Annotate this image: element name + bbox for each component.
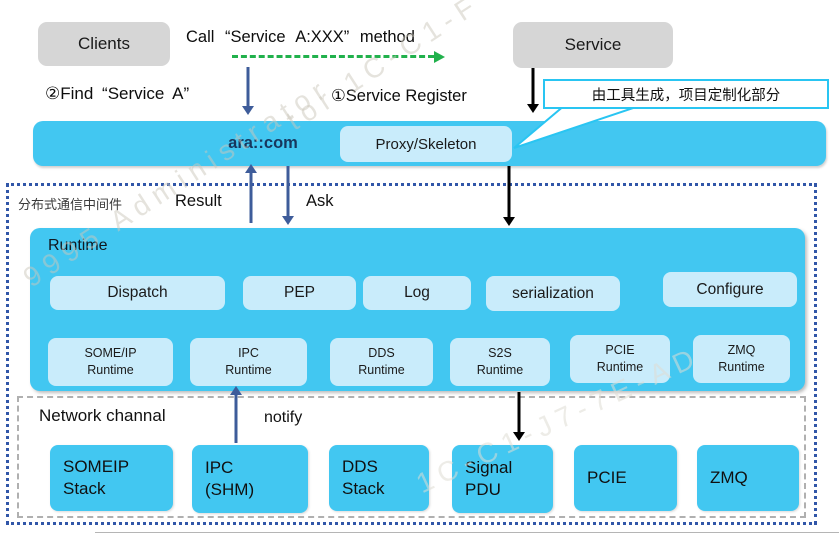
stack-line2: Stack <box>342 479 385 498</box>
stack-line1: ZMQ <box>710 467 748 487</box>
result-up-arrow <box>245 164 257 223</box>
channel-line1: IPC <box>238 346 259 361</box>
channel-s2s-runtime: S2S Runtime <box>450 338 550 386</box>
runtime-container: Runtime Dispatch PEP Log serialization C… <box>30 228 805 391</box>
module-label: Log <box>404 284 430 301</box>
stack-ipc-shm: IPC (SHM) <box>192 445 308 513</box>
module-label: Dispatch <box>107 284 168 301</box>
channel-line2: Runtime <box>225 363 272 377</box>
stack-line2: PDU <box>465 480 501 499</box>
arrow-head-down-icon <box>503 217 515 226</box>
channel-line1: ZMQ <box>727 343 756 358</box>
stack-line2: (SHM) <box>205 480 255 499</box>
proxy-skeleton-node: Proxy/Skeleton <box>340 126 512 162</box>
module-pep: PEP <box>243 276 356 310</box>
arrow-head-right-icon <box>434 50 445 63</box>
middleware-label: 分布式通信中间件 <box>18 197 123 212</box>
callout-note: 由工具生成，项目定制化部分 <box>543 79 829 109</box>
arrow-head-up-icon <box>230 386 242 395</box>
notify-up-arrow <box>230 386 242 443</box>
channel-line1: DDS <box>368 346 395 361</box>
callout-text: 由工具生成，项目定制化部分 <box>591 87 781 104</box>
channel-line2: Runtime <box>718 360 765 374</box>
result-label: Result <box>175 192 222 210</box>
channel-ipc-runtime: IPC Runtime <box>190 338 307 386</box>
stack-line1: DDS <box>342 456 378 476</box>
stack-dds: DDS Stack <box>329 445 429 511</box>
channel-dds-runtime: DDS Runtime <box>330 338 433 386</box>
module-dispatch: Dispatch <box>50 276 225 310</box>
find-down-arrow <box>242 67 254 115</box>
call-dashed-arrow <box>232 50 445 63</box>
clients-label: Clients <box>78 34 130 53</box>
bottom-divider <box>95 532 839 533</box>
service-down-arrow <box>527 68 539 113</box>
stack-line1: IPC <box>205 457 234 477</box>
stack-signal-pdu: Signal PDU <box>452 445 553 513</box>
ask-label: Ask <box>306 192 334 210</box>
network-title: Network channal <box>39 406 166 425</box>
service-node: Service <box>513 22 673 68</box>
call-method-label: Call “Service A:XXX” method <box>186 28 415 46</box>
module-label: serialization <box>512 284 594 302</box>
arrow-head-down-icon <box>242 106 254 115</box>
module-configure: Configure <box>663 272 797 307</box>
proxy-skeleton-label: Proxy/Skeleton <box>375 135 477 153</box>
channel-line2: Runtime <box>596 360 644 374</box>
service-register-label: ①Service Register <box>331 87 467 105</box>
stack-line2: Stack <box>63 479 106 498</box>
ask-down-arrow <box>282 166 294 225</box>
module-serialization: serialization <box>486 276 620 311</box>
bar-to-runtime-arrow <box>503 166 515 226</box>
ara-com-bar: ara::com Proxy/Skeleton <box>33 121 826 166</box>
service-label: Service <box>564 35 622 54</box>
stack-zmq: ZMQ <box>697 445 799 511</box>
channel-pcie-runtime: PCIE Runtime <box>570 335 670 383</box>
stack-line1: PCIE <box>587 467 627 487</box>
notify-label: notify <box>264 409 303 426</box>
stack-line1: Signal <box>465 457 513 477</box>
channel-line1: SOME/IP <box>84 346 137 361</box>
channel-zmq-runtime: ZMQ Runtime <box>693 335 790 383</box>
clients-node: Clients <box>38 22 170 66</box>
channel-line1: S2S <box>488 346 512 361</box>
arrow-head-down-icon <box>513 432 525 441</box>
network-container: Network channal notify SOMEIP Stack IPC … <box>17 396 806 518</box>
channel-someip-runtime: SOME/IP Runtime <box>48 338 173 386</box>
find-service-label: ②Find “Service A” <box>45 84 190 103</box>
module-label: Configure <box>696 280 764 298</box>
arrow-head-down-icon <box>527 104 539 113</box>
watermark-text: tor 1C-C1-F <box>280 0 486 137</box>
arrow-head-down-icon <box>282 216 294 225</box>
arrow-head-up-icon <box>245 164 257 173</box>
channel-line1: PCIE <box>605 343 635 358</box>
channel-line2: Runtime <box>476 363 524 377</box>
module-label: PEP <box>283 284 315 301</box>
stack-line1: SOMEIP <box>63 456 130 476</box>
channel-line2: Runtime <box>358 363 405 377</box>
stack-pcie: PCIE <box>574 445 677 511</box>
module-log: Log <box>363 276 471 310</box>
stack-someip: SOMEIP Stack <box>50 445 173 511</box>
middleware-container <box>6 183 817 525</box>
runtime-to-signal-arrow <box>513 392 525 441</box>
ara-com-title: ara::com <box>228 134 298 152</box>
runtime-title: Runtime <box>48 237 108 254</box>
channel-line2: Runtime <box>87 363 134 377</box>
